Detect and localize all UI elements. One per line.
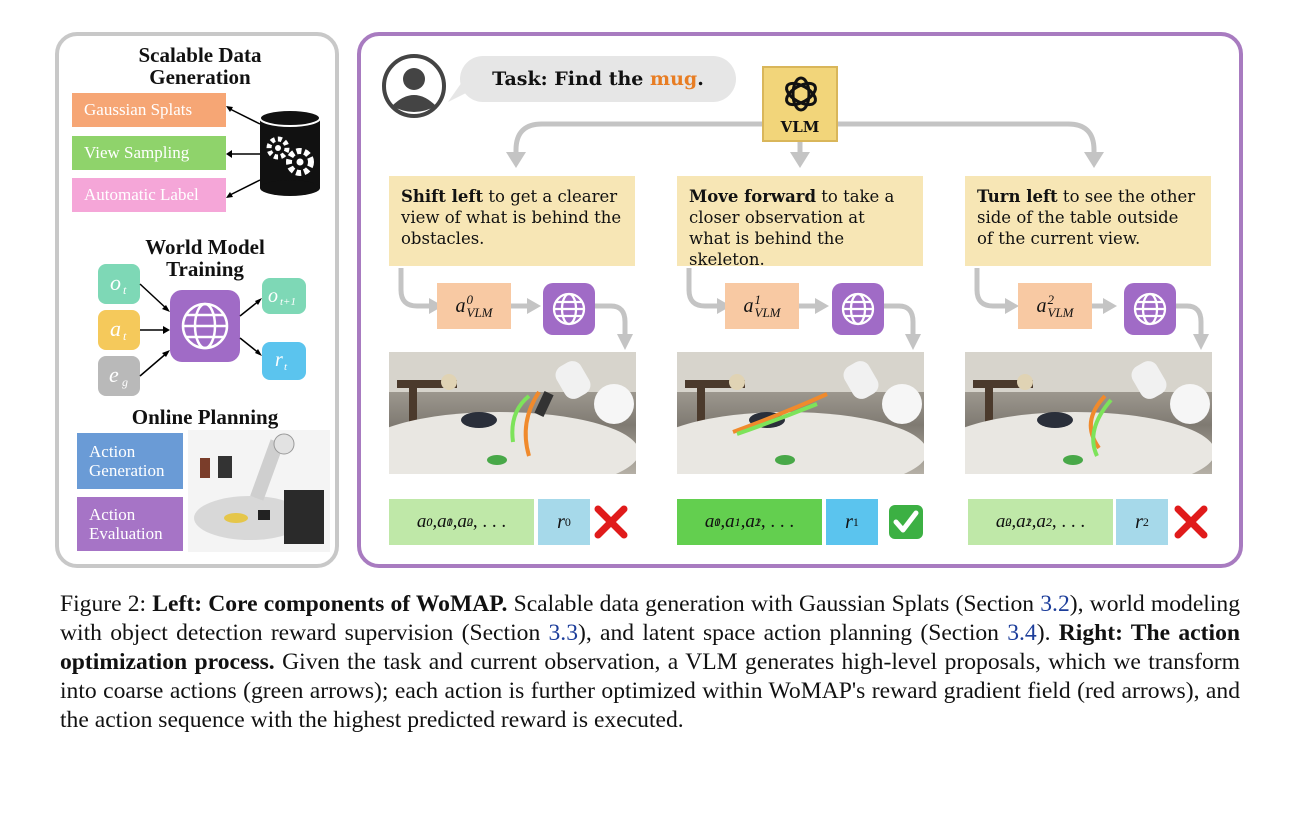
reward-sup-2: 2 [1142, 514, 1149, 529]
user-avatar-icon [382, 54, 446, 118]
action-sub-2: VLM [1047, 305, 1074, 320]
globe-icon [1124, 283, 1176, 335]
world-model-title: World Model Training [145, 235, 265, 281]
figure-caption: Figure 2: Left: Core components of WoMAP… [60, 590, 1240, 735]
observation-photo-2 [965, 352, 1212, 474]
proposal-box-0: Shift left to get a clearer view of what… [389, 176, 635, 266]
caption-left-heading: Left: Core components of WoMAP. [152, 591, 508, 617]
svg-text:t: t [284, 361, 288, 373]
check-mark-icon [889, 505, 923, 539]
sequence-suffix-1: , . . . [760, 511, 795, 532]
gaussian-splats-label: Gaussian Splats [72, 93, 226, 127]
a-t-input: a [110, 316, 121, 341]
svg-text:g: g [122, 375, 128, 389]
section-ref-link[interactable]: 3.2 [1040, 591, 1070, 617]
openai-logo-icon [785, 76, 817, 112]
flow-arrows-1 [686, 268, 921, 350]
vlm-box: VLM [762, 66, 838, 142]
reward-sup-1: 1 [852, 514, 859, 529]
proposal-text-0: to get a clearer view of what is behind … [401, 187, 622, 248]
vlm-label: VLM [780, 118, 820, 136]
observation-photo-1 [677, 352, 924, 474]
action-index-1: 1 [754, 292, 762, 307]
sequence-suffix-0: , . . . [472, 511, 507, 532]
proposal-bold-1: Move forward [689, 187, 817, 206]
robot-photo [188, 430, 330, 552]
task-object: mug [650, 68, 698, 90]
action-symbol-1: a [743, 294, 754, 317]
cross-mark-icon [1174, 505, 1208, 539]
task-prefix: Task: Find the [492, 68, 650, 90]
action-symbol-2: a [1036, 294, 1047, 317]
view-sampling-label: View Sampling [72, 136, 226, 170]
vlm-distribution-arrows [506, 121, 1104, 168]
caption-figure-label: Figure 2: [60, 591, 153, 617]
automatic-label-label: Automatic Label [72, 178, 226, 212]
reward-symbol-1: r [845, 510, 853, 533]
r-t-output: r [275, 349, 283, 371]
reward-symbol-0: r [557, 510, 565, 533]
svg-text:t+1: t+1 [280, 296, 296, 308]
online-planning-title: Online Planning [131, 405, 279, 429]
proposal-box-2: Turn left to see the other side of the t… [965, 176, 1211, 266]
sequence-suffix-2: , . . . [1051, 511, 1086, 532]
database-gears-icon [226, 106, 321, 198]
task-suffix: . [697, 68, 704, 90]
reward-symbol-2: r [1135, 510, 1143, 533]
caption-text-1: Scalable data generation with Gaussian S… [507, 591, 1041, 617]
svg-text:t: t [123, 329, 127, 343]
caption-text-4: ). [1036, 620, 1059, 646]
proposal-box-1: Move forward to take a closer observatio… [677, 176, 923, 269]
action-sub-0: VLM [466, 305, 493, 320]
caption-right-heading: Right: The action optimization process. [60, 620, 1240, 675]
flow-arrows-2 [974, 268, 1209, 350]
caption-text-3: ), and latent space action planning (Sec… [578, 620, 1008, 646]
action-evaluation-label: Action Evaluation [77, 497, 183, 551]
task-bubble: Task: Find the mug. [460, 56, 736, 102]
action-symbol-0: a [455, 294, 466, 317]
data-generation-title: Scalable Data Generation [138, 43, 262, 89]
caption-text-5: Given the task and current observation, … [60, 649, 1240, 733]
action-index-2: 2 [1047, 292, 1055, 307]
proposal-bold-2: Turn left [977, 187, 1058, 206]
proposal-text-2: to see the other side of the table outsi… [977, 187, 1196, 248]
globe-icon [832, 283, 884, 335]
e-g-input: e [109, 362, 119, 387]
action-generation-label: Action Generation [77, 433, 183, 489]
cross-mark-icon [594, 505, 628, 539]
section-ref-link[interactable]: 3.3 [548, 620, 579, 646]
caption-text-2: ), world modeling with object detection … [60, 591, 1240, 646]
svg-text:t: t [123, 283, 127, 297]
world-model-diagram: o t a t e g o t+1 r t [98, 264, 306, 396]
action-index-0: 0 [466, 292, 474, 307]
action-sub-1: VLM [754, 305, 781, 320]
proposal-text-1: to take a closer observation at what is … [689, 187, 895, 269]
reward-sup-0: 0 [564, 514, 571, 529]
o-t-input: o [110, 270, 121, 295]
o-t1-output: o [268, 285, 278, 307]
section-ref-link[interactable]: 3.4 [1007, 620, 1037, 646]
flow-arrows-0 [398, 268, 633, 350]
observation-photo-0 [389, 352, 636, 474]
globe-icon [543, 283, 595, 335]
proposal-bold-0: Shift left [401, 187, 484, 206]
